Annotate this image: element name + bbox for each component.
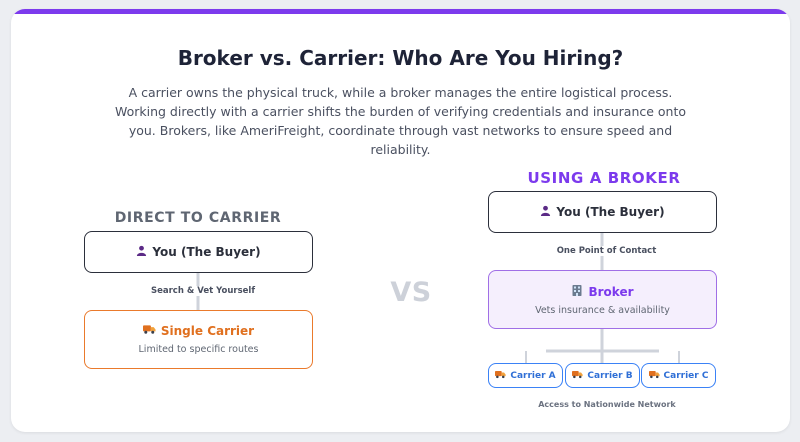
page-title: Broker vs. Carrier: Who Are You Hiring? [177, 46, 624, 70]
carrier-c-label: Carrier C [663, 370, 709, 381]
truck-icon [572, 370, 584, 382]
carrier-c-node: Carrier C [641, 363, 716, 388]
buyer-node-direct: You (The Buyer) [84, 231, 313, 273]
broker-sub: Vets insurance & availability [535, 304, 670, 316]
person-icon [136, 245, 147, 259]
buyer-label-broker: You (The Buyer) [556, 205, 665, 219]
carrier-a-label: Carrier A [510, 370, 556, 381]
network-label: Access to Nationwide Network [519, 400, 695, 409]
single-carrier-sub: Limited to specific routes [138, 344, 259, 355]
broker-title: Broker [588, 284, 634, 299]
truck-icon [142, 324, 156, 338]
description: A carrier owns the physical truck, while… [114, 85, 687, 157]
broker-node: Broker Vets insurance & availability [488, 270, 717, 329]
truck-icon [648, 370, 660, 382]
building-icon [571, 284, 583, 299]
buyer-label-direct: You (The Buyer) [152, 245, 261, 259]
connector-lines [196, 233, 680, 363]
person-icon [540, 205, 551, 219]
truck-icon [495, 370, 506, 382]
comparison-card: Broker vs. Carrier: Who Are You Hiring? … [11, 9, 790, 432]
broker-heading: USING A BROKER [527, 169, 681, 187]
carrier-b-label: Carrier B [587, 370, 633, 381]
point-of-contact-label: One Point of Contact [541, 246, 672, 256]
search-vet-label: Search & Vet Yourself [138, 286, 268, 296]
carrier-b-node: Carrier B [565, 363, 640, 388]
carrier-a-node: Carrier A [488, 363, 563, 388]
card-accent-bar [11, 9, 790, 14]
direct-heading: DIRECT TO CARRIER [114, 210, 282, 226]
single-carrier-title: Single Carrier [160, 324, 255, 338]
single-carrier-node: Single Carrier Limited to specific route… [84, 310, 313, 369]
vs-label: VS [390, 277, 432, 308]
buyer-node-broker: You (The Buyer) [488, 191, 717, 233]
